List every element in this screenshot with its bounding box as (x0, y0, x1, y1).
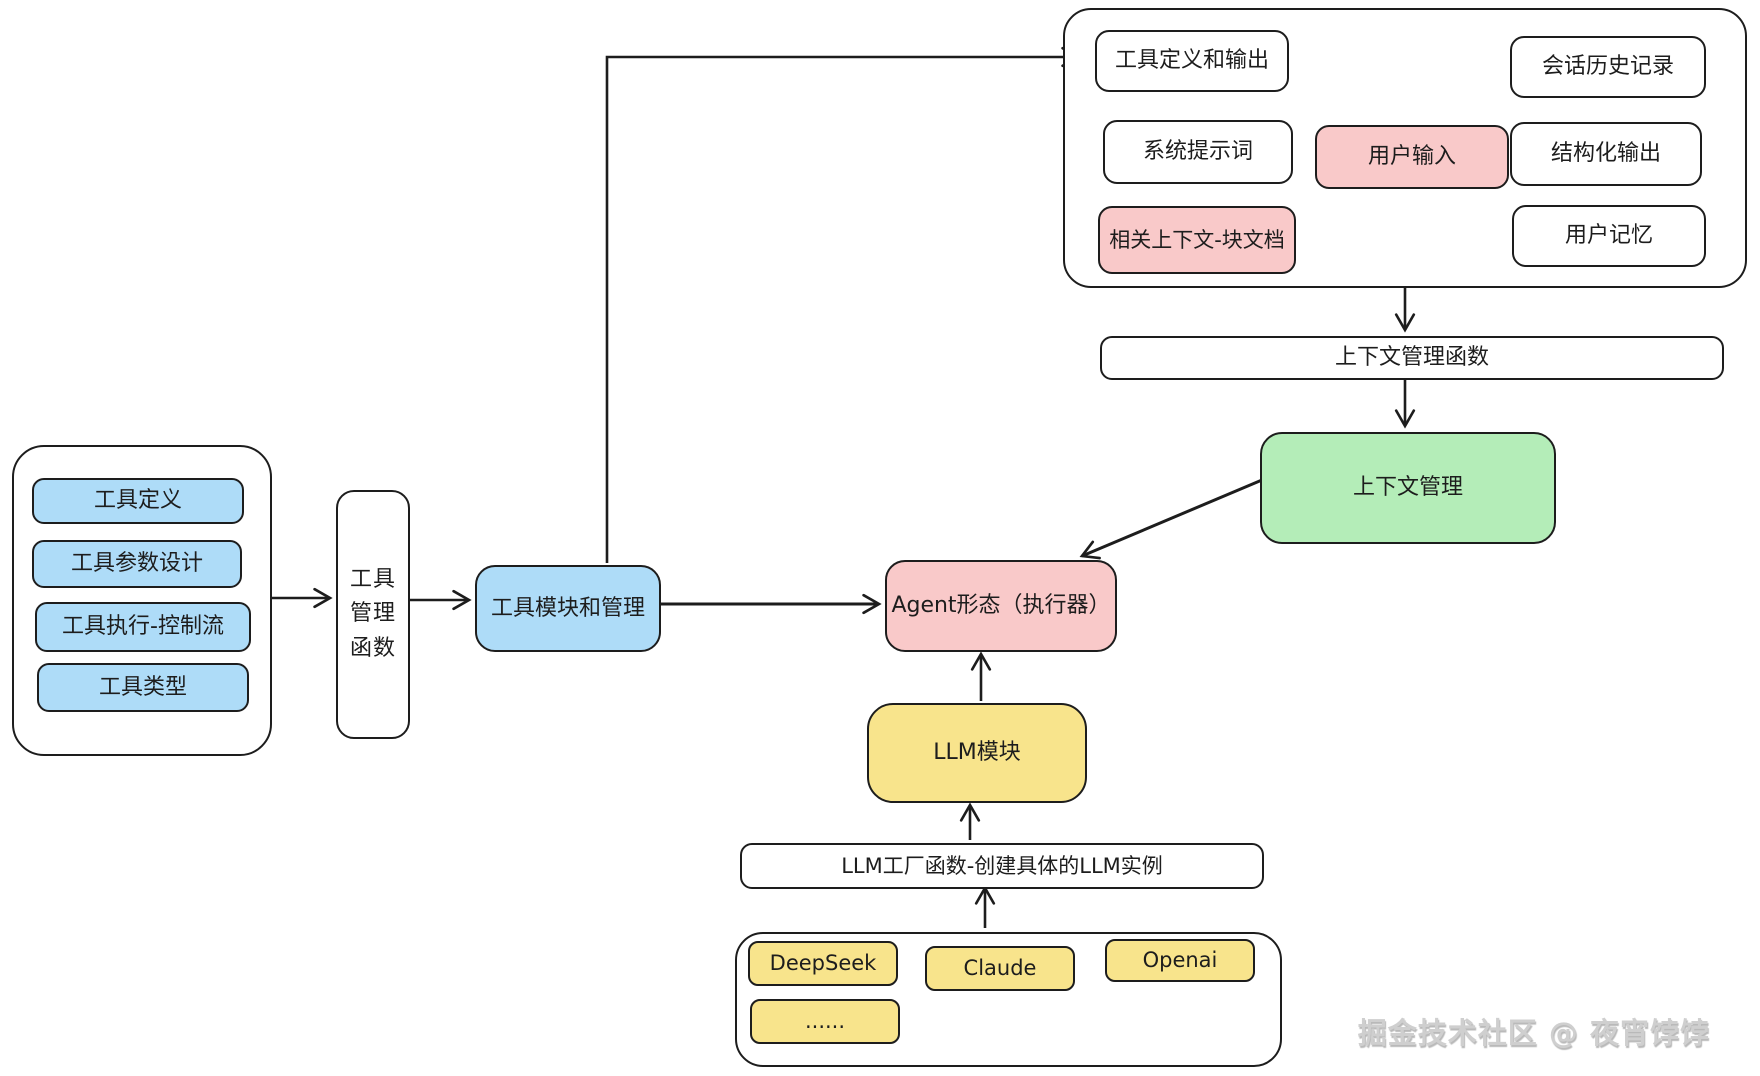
node-user-memory: 用户记忆 (1512, 205, 1706, 267)
node-system-prompt: 系统提示词 (1103, 120, 1293, 184)
node-tool-mgmt-fn-label: 工具管理函数 (349, 567, 396, 661)
node-tool-param-label: 工具参数设计 (70, 551, 203, 577)
node-context-mgmt-fn-label: 上下文管理函数 (1334, 345, 1489, 371)
node-tool-def-output-label: 工具定义和输出 (1114, 48, 1269, 74)
node-provider-openai: Openai (1105, 939, 1255, 982)
node-related-context-label: 相关上下文-块文档 (1109, 227, 1285, 252)
node-provider-more: ...... (750, 999, 900, 1044)
node-llm-module: LLM模块 (867, 703, 1087, 803)
node-context-mgmt-label: 上下文管理 (1352, 475, 1463, 501)
node-llm-factory-label: LLM工厂函数-创建具体的LLM实例 (841, 853, 1163, 878)
node-tool-type: 工具类型 (37, 663, 249, 712)
node-provider-more-label: ...... (804, 1009, 846, 1034)
node-user-input-label: 用户输入 (1367, 144, 1456, 170)
node-tool-type-label: 工具类型 (98, 674, 187, 700)
node-system-prompt-label: 系统提示词 (1142, 139, 1253, 165)
node-agent-label: Agent形态（执行器） (891, 593, 1111, 619)
node-provider-claude: Claude (925, 946, 1075, 991)
node-tool-exec-label: 工具执行-控制流 (62, 614, 224, 640)
node-tool-def: 工具定义 (32, 478, 244, 524)
node-tool-def-label: 工具定义 (93, 488, 182, 514)
node-agent: Agent形态（执行器） (885, 560, 1117, 652)
node-structured-output-label: 结构化输出 (1550, 141, 1661, 167)
node-tool-def-output: 工具定义和输出 (1095, 30, 1289, 92)
node-llm-module-label: LLM模块 (933, 740, 1021, 766)
node-tool-param: 工具参数设计 (32, 540, 242, 588)
watermark-text: 掘金技术社区 @ 夜宵饽饽 (1357, 1016, 1710, 1050)
node-user-memory-label: 用户记忆 (1564, 223, 1653, 249)
node-tool-exec: 工具执行-控制流 (35, 602, 251, 652)
node-session-history-label: 会话历史记录 (1541, 54, 1674, 80)
node-context-mgmt-fn: 上下文管理函数 (1100, 336, 1724, 380)
node-provider-openai-label: Openai (1142, 948, 1218, 973)
arrow-toolmodule-to-contextpanel (605, 46, 1081, 563)
node-tool-module: 工具模块和管理 (475, 565, 661, 652)
node-provider-deepseek-label: DeepSeek (769, 951, 877, 976)
node-provider-deepseek: DeepSeek (748, 941, 898, 986)
node-structured-output: 结构化输出 (1510, 122, 1702, 186)
node-session-history: 会话历史记录 (1510, 36, 1706, 98)
node-provider-claude-label: Claude (963, 956, 1037, 981)
node-tool-module-label: 工具模块和管理 (490, 595, 645, 621)
node-llm-factory: LLM工厂函数-创建具体的LLM实例 (740, 843, 1264, 889)
node-tool-mgmt-fn: 工具管理函数 (336, 490, 410, 739)
node-related-context: 相关上下文-块文档 (1098, 206, 1296, 274)
arrow-contextmgmt-to-agent (1079, 478, 1263, 560)
node-context-mgmt: 上下文管理 (1260, 432, 1556, 544)
node-user-input: 用户输入 (1315, 125, 1509, 189)
